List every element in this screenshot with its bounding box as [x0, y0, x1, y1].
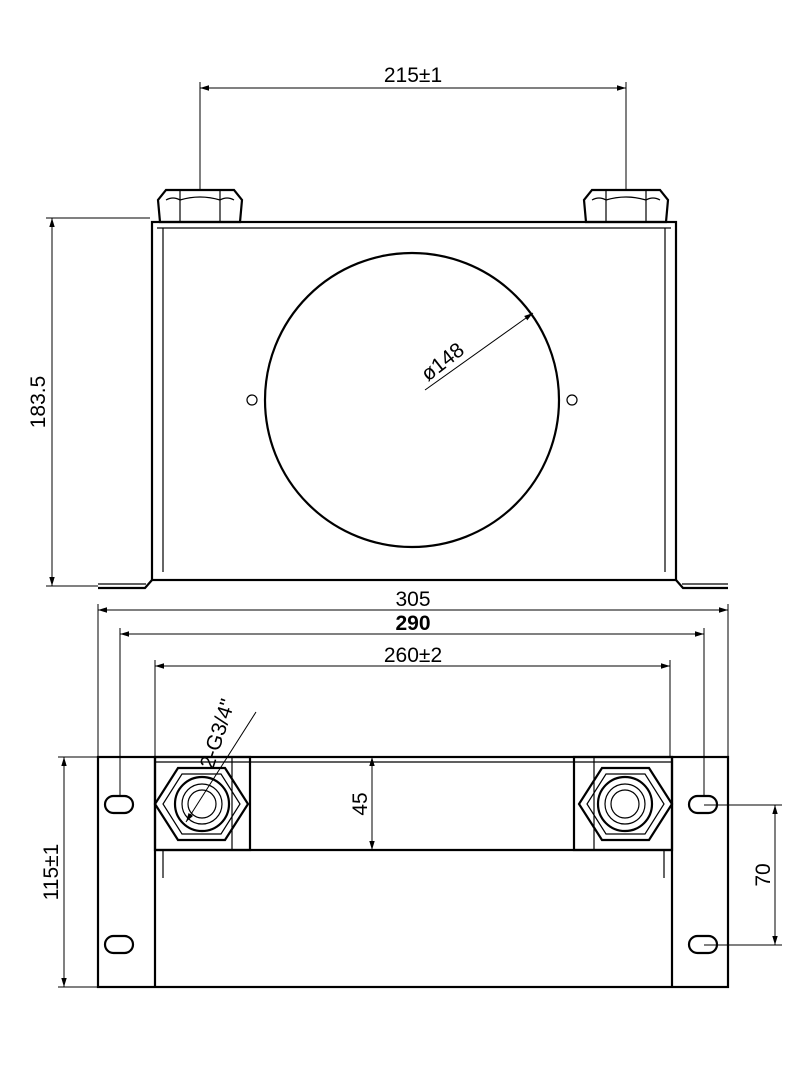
fan-diameter-label: ø148: [417, 338, 469, 386]
mounting-width-label: 290: [395, 612, 430, 635]
right-port-block: [572, 755, 674, 852]
diameter-leader: [424, 312, 534, 391]
height-label: 183.5: [27, 376, 50, 429]
port-thread-label: 2-G3/4": [196, 696, 240, 771]
fan-circle: [263, 251, 561, 549]
left-screw-hole: [246, 394, 258, 406]
slot-top-left: [103, 794, 135, 815]
base-plate: [96, 755, 730, 989]
slot-bottom-left: [103, 934, 135, 955]
top-view: 2-G3/4" 305 290 260±2 45 115±1 70: [40, 588, 782, 989]
right-screw-hole: [566, 394, 578, 406]
left-port-block: [153, 755, 252, 852]
left-port-fitting: [153, 766, 250, 842]
right-bolt-head: [582, 188, 670, 224]
overall-width-label: 305: [395, 588, 430, 611]
left-bolt-head: [156, 188, 244, 224]
core-depth-label: 45: [349, 792, 372, 815]
bolt-spacing-label: 215±1: [384, 64, 442, 87]
port-spacing-label: 260±2: [384, 644, 442, 667]
right-foot: [675, 579, 728, 590]
thread-leader: [185, 711, 257, 823]
left-foot: [98, 579, 153, 590]
right-port-fitting: [577, 766, 674, 842]
front-view: ø148 215±1 183.5: [27, 64, 728, 590]
slot-spacing-label: 70: [752, 863, 775, 886]
base-depth-label: 115±1: [40, 844, 63, 901]
housing-outline: [150, 220, 678, 582]
